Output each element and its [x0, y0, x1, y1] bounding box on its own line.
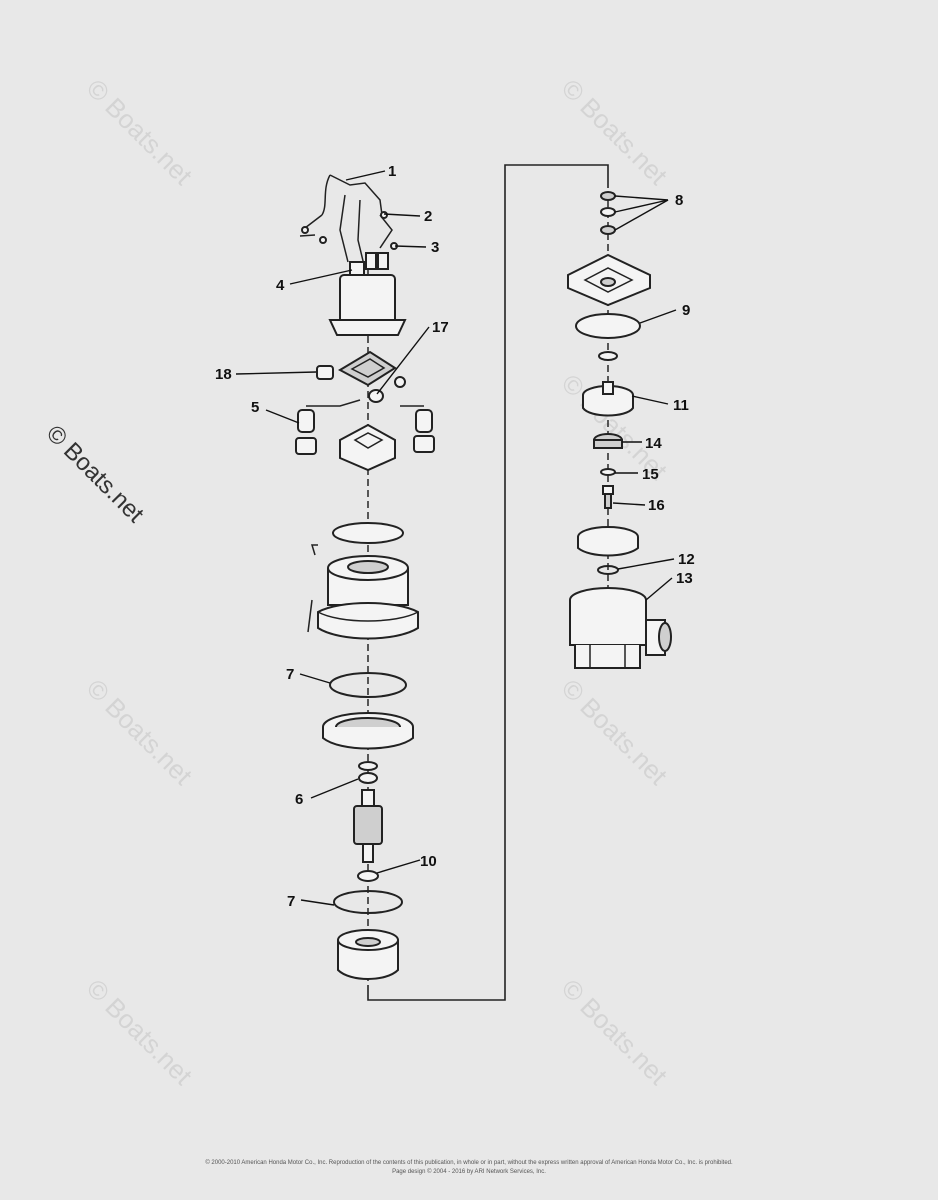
callout-3: 3 [431, 239, 439, 256]
motor-gasket-ring [332, 522, 404, 544]
callout-2: 2 [424, 208, 432, 225]
callout-16: 16 [648, 497, 665, 514]
callout-13: 13 [676, 570, 693, 587]
wiring-harness [299, 174, 393, 266]
washer [600, 468, 616, 476]
impeller [582, 381, 634, 417]
callout-9: 9 [682, 302, 690, 319]
small-o-ring [597, 565, 619, 575]
pump-casing [569, 587, 672, 669]
pump-cover-plate [567, 253, 651, 307]
small-cap-part [316, 365, 334, 380]
callout-18: 18 [215, 366, 232, 383]
callout-4: 4 [276, 277, 285, 294]
bottom-cup [337, 929, 399, 980]
bolt [602, 485, 614, 509]
seal-stack [600, 191, 616, 235]
page-design-footer-line: Page design © 2004 - 2016 by ARI Network… [392, 1169, 546, 1175]
assembly-connector-line [367, 164, 609, 1001]
callout-14: 14 [645, 435, 662, 452]
seal-ring [322, 712, 414, 750]
leader-lines [235, 170, 677, 906]
lower-bearing [357, 870, 379, 882]
callout-17: 17 [432, 319, 449, 336]
callout-1: 1 [388, 163, 396, 180]
bearing [358, 761, 378, 784]
callout-11: 11 [673, 397, 689, 414]
center-block [339, 423, 396, 472]
watermark-text: © Boats.net [81, 673, 199, 791]
lower-o-ring [333, 890, 403, 914]
volute-ring [577, 526, 639, 557]
callout-10: 10 [420, 853, 437, 870]
callout-6: 6 [295, 791, 303, 808]
impeller-hub [593, 433, 623, 449]
motor-housing [307, 544, 419, 640]
switch-housing [328, 261, 407, 336]
small-washer [598, 351, 618, 361]
cover-disc [575, 313, 641, 339]
callout-12: 12 [678, 551, 695, 568]
callout-labels: 1 2 3 4 5 6 7 7 8 9 10 11 12 13 14 15 16… [215, 163, 695, 910]
watermark-text: © Boats.net [556, 673, 674, 791]
copyright-footer-line: © 2000-2010 American Honda Motor Co., In… [205, 1160, 733, 1166]
gasket-plate [337, 350, 397, 387]
capacitor [368, 376, 406, 403]
callout-7-upper: 7 [286, 666, 294, 683]
float-switches [295, 399, 435, 455]
watermark-text: © Boats.net [81, 973, 199, 1091]
o-ring [329, 672, 407, 698]
rotor-shaft [353, 789, 383, 863]
callout-7-lower: 7 [287, 893, 295, 910]
terminal-pins [365, 242, 398, 270]
callout-15: 15 [642, 466, 659, 483]
watermark-text: © Boats.net [81, 73, 199, 191]
callout-8: 8 [675, 192, 683, 209]
watermark-text: © Boats.net [556, 973, 674, 1091]
watermark-text: © Boats.net [556, 73, 674, 191]
callout-5: 5 [251, 399, 259, 416]
